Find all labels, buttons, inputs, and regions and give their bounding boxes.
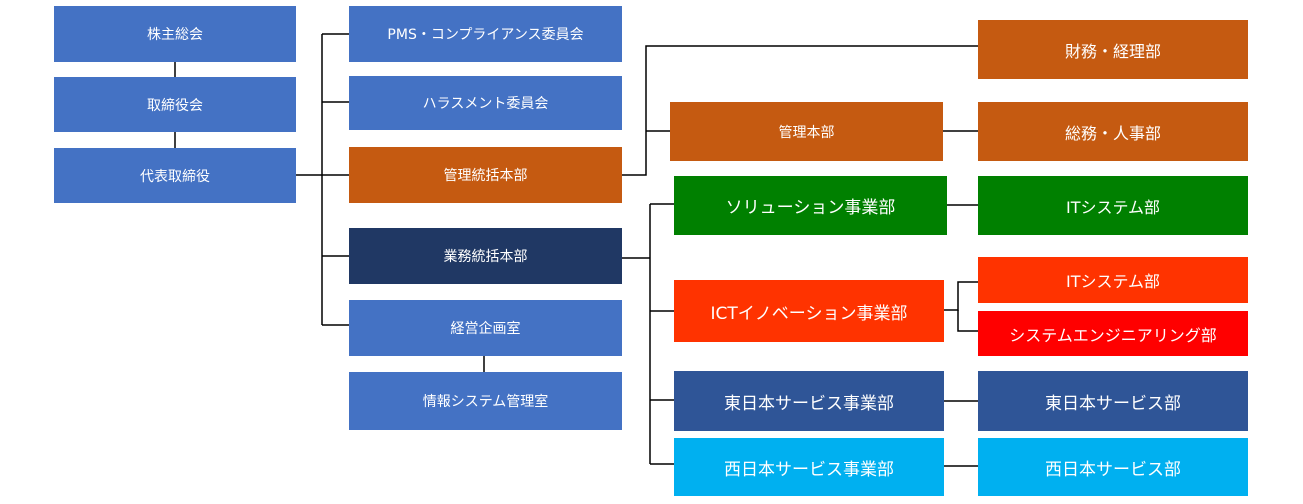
it-systems-dept-ict-box: ITシステム部 [978,257,1248,303]
west-japan-service-dept-box: 西日本サービス部 [978,438,1248,496]
general-affairs-hr-dept-box: 総務・人事部 [978,102,1248,161]
admin-control-hq-box: 管理統括本部 [349,147,622,203]
east-japan-service-division-box: 東日本サービス事業部 [674,371,944,431]
system-engineering-dept-box: システムエンジニアリング部 [978,311,1248,356]
ict-innovation-division-box: ICTイノベーション事業部 [674,280,944,342]
connector-line [944,281,978,311]
ceo-box: 代表取締役 [54,148,296,203]
corporate-planning-office-box: 経営企画室 [349,300,622,356]
east-japan-service-dept-box: 東日本サービス部 [978,371,1248,431]
west-japan-service-division-box: 西日本サービス事業部 [674,438,944,496]
connector-line [622,45,978,176]
shareholders-meeting-box: 株主総会 [54,6,296,62]
info-systems-mgmt-office-box: 情報システム管理室 [349,372,622,430]
harassment-committee-box: ハラスメント委員会 [349,76,622,130]
finance-accounting-dept-box: 財務・経理部 [978,20,1248,79]
pms-compliance-committee-box: PMS・コンプライアンス委員会 [349,6,622,62]
administration-hq-box: 管理本部 [670,102,943,161]
board-of-directors-box: 取締役会 [54,77,296,132]
solutions-division-box: ソリューション事業部 [674,176,947,235]
it-systems-dept-solutions-box: ITシステム部 [978,176,1248,235]
business-control-hq-box: 業務統括本部 [349,228,622,284]
connector-line [957,310,978,332]
